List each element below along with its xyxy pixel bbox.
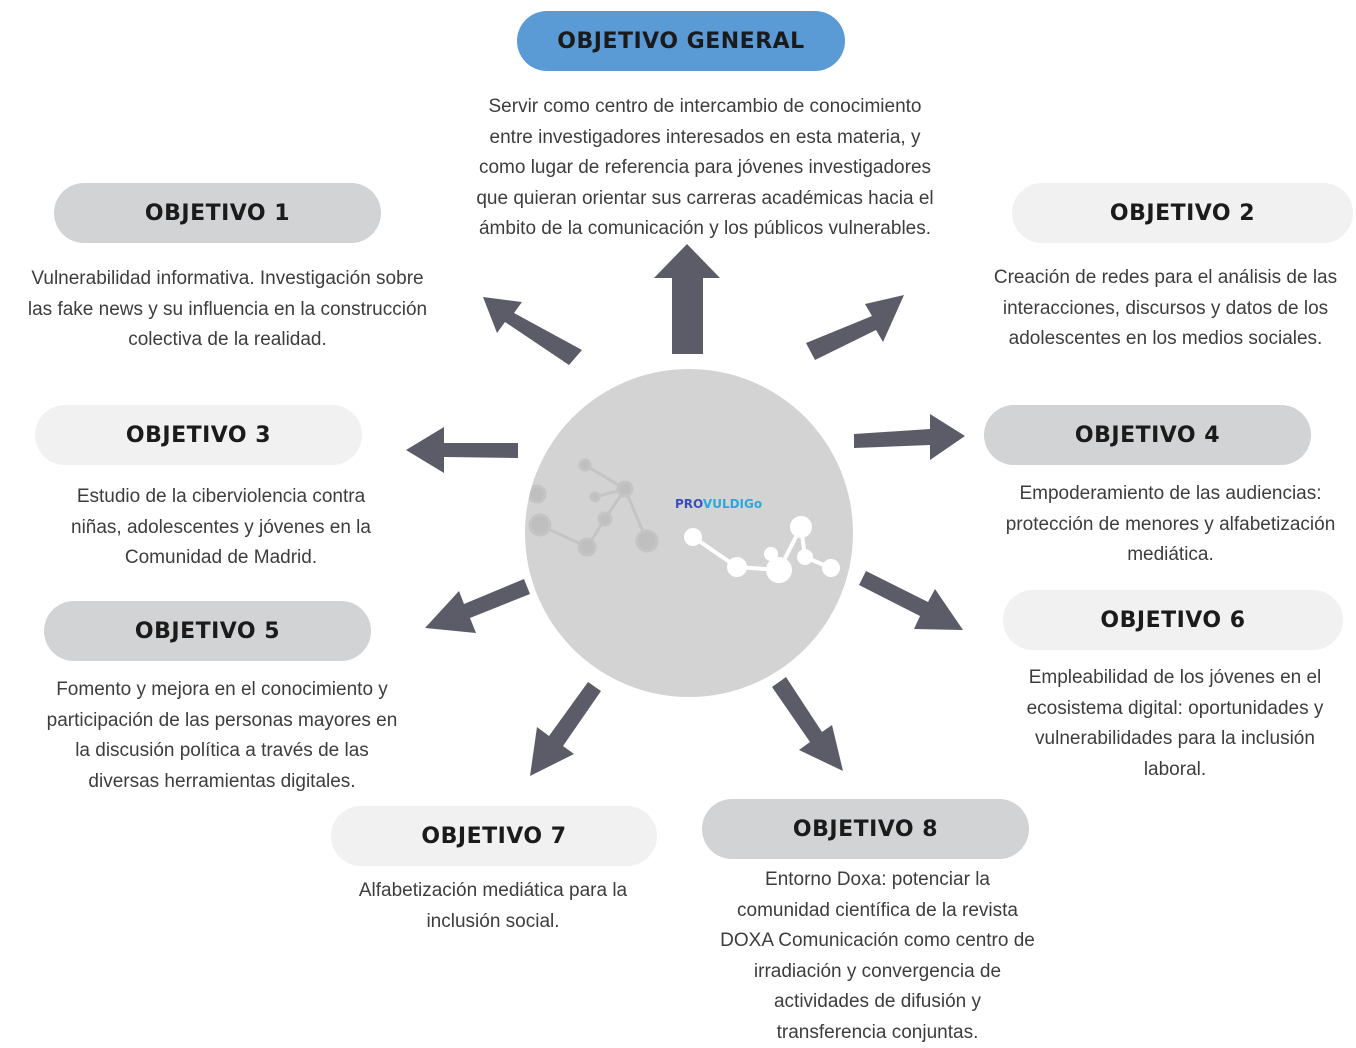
- objective-5-text: Fomento y mejora en el conocimiento y pa…: [46, 679, 398, 792]
- objective-1-text: Vulnerabilidad informativa. Investigació…: [27, 268, 428, 350]
- objective-4-text: Empoderamiento de las audiencias: protec…: [1005, 483, 1336, 565]
- arrow-up-icon: [654, 244, 720, 354]
- arrow-up-right-icon: [806, 295, 904, 360]
- arrow-down-right-icon: [859, 571, 963, 630]
- objective-8-pill: OBJETIVO 8: [702, 799, 1029, 859]
- network-illustration: [527, 458, 840, 583]
- central-hub: [525, 369, 853, 697]
- objective-6-text: Empleabilidad de los jóvenes en el ecosi…: [1026, 667, 1324, 780]
- arrow-up-left-icon: [483, 297, 582, 365]
- arrow-down-left-lower-icon: [530, 682, 601, 776]
- objective-3-pill: OBJETIVO 3: [35, 405, 362, 465]
- objective-4-pill: OBJETIVO 4: [984, 405, 1311, 465]
- objective-5-pill: OBJETIVO 5: [44, 601, 371, 661]
- arrow-left-icon: [406, 427, 518, 473]
- general-objective-text: Servir como centro de intercambio de con…: [476, 96, 934, 239]
- objective-7-text: Alfabetización mediática para la inclusi…: [358, 880, 628, 932]
- arrow-right-icon: [854, 414, 965, 460]
- arrow-down-right-lower-icon: [772, 677, 843, 771]
- objective-2-pill: OBJETIVO 2: [1012, 183, 1353, 243]
- objective-3-text: Estudio de la ciberviolencia contra niña…: [71, 486, 371, 568]
- objective-6-pill: OBJETIVO 6: [1003, 590, 1343, 650]
- objective-8-text: Entorno Doxa: potenciar la comunidad cie…: [720, 869, 1035, 1043]
- arrow-down-left-icon: [425, 579, 530, 633]
- provuldigo-logo: PROVULDIGo: [675, 497, 763, 511]
- objective-7-pill: OBJETIVO 7: [331, 806, 657, 866]
- objective-1-pill: OBJETIVO 1: [54, 183, 381, 243]
- general-objective-pill: OBJETIVO GENERAL: [517, 11, 845, 71]
- objective-2-text: Creación de redes para el análisis de la…: [993, 267, 1338, 349]
